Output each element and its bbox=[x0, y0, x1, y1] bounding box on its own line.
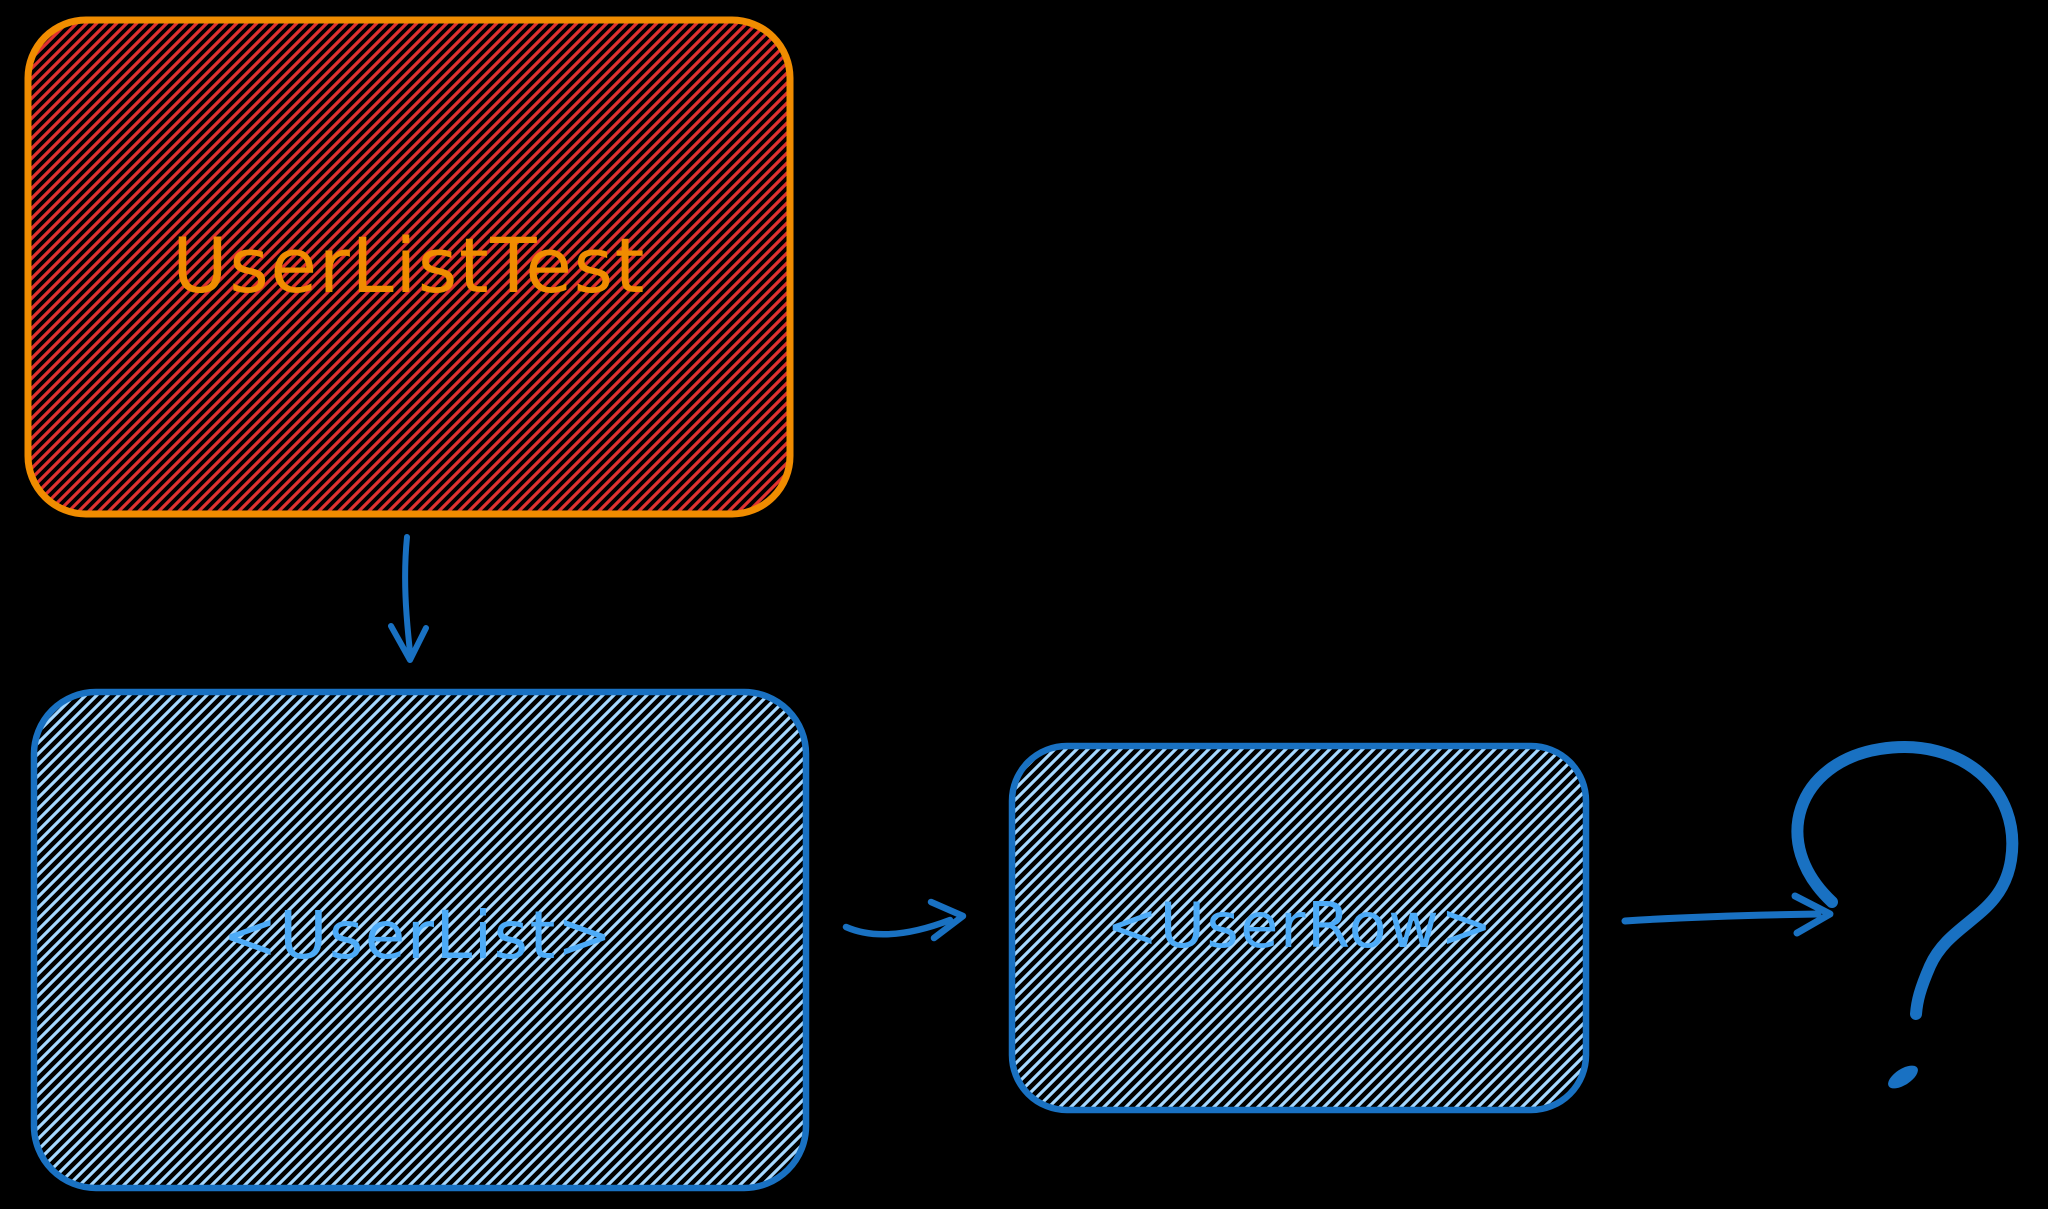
node-user-list-label: <UserList> bbox=[222, 897, 613, 974]
node-user-row-label: <UserRow> bbox=[1106, 889, 1494, 962]
edge-userlist-to-userrow[interactable] bbox=[842, 898, 967, 942]
arrowhead-right-icon bbox=[927, 898, 967, 942]
question-mark[interactable]: ? bbox=[1791, 741, 2019, 1093]
edge-userrow-to-question[interactable] bbox=[1621, 892, 1834, 937]
arrowhead-down-icon bbox=[388, 623, 429, 663]
node-user-list-test-box[interactable] bbox=[24, 16, 794, 518]
edge-userrow-to-question-line[interactable] bbox=[1621, 910, 1822, 925]
edge-userlisttest-to-userlist-line[interactable] bbox=[402, 534, 413, 655]
node-user-row-box[interactable] bbox=[1008, 742, 1590, 1114]
question-mark-dot bbox=[1888, 1065, 1918, 1089]
node-user-list-test[interactable]: UserListTest bbox=[24, 16, 794, 518]
question-mark-stroke bbox=[1791, 741, 2019, 1020]
node-user-list-test-label: UserListTest bbox=[172, 221, 646, 310]
arrowhead-right-icon bbox=[1791, 892, 1834, 937]
node-user-list[interactable]: <UserList> bbox=[30, 688, 810, 1192]
node-user-row[interactable]: <UserRow> bbox=[1008, 742, 1590, 1114]
node-user-list-box[interactable] bbox=[30, 688, 810, 1192]
edge-userlisttest-to-userlist[interactable] bbox=[388, 534, 429, 663]
edge-userlist-to-userrow-line[interactable] bbox=[842, 916, 954, 938]
